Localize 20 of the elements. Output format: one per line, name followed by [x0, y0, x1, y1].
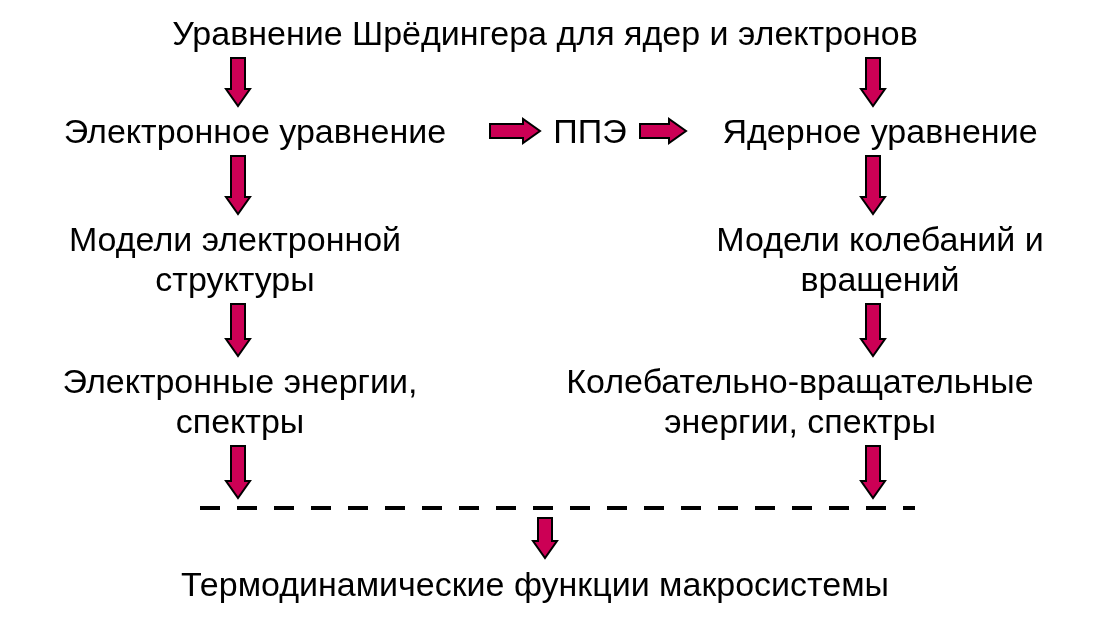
node-label: Модели колебаний и вращений	[715, 219, 1045, 299]
block-arrow	[224, 57, 252, 108]
block-arrow	[224, 155, 252, 216]
node-label: Электронные энергии, спектры	[61, 361, 419, 441]
node-label: Модели электронной структуры	[67, 219, 403, 299]
block-arrow	[859, 303, 887, 358]
node-label: Уравнение Шрёдингера для ядер и электронов	[172, 13, 918, 53]
block-arrow	[224, 303, 252, 358]
node-label: Электронное уравнение	[63, 111, 447, 151]
node-label: Ядерное уравнение	[722, 111, 1038, 151]
block-arrow	[639, 117, 688, 145]
node-label: Термодинамические функции макросистемы	[181, 564, 889, 604]
block-arrow	[859, 57, 887, 108]
node-label: Колебательно-вращательные энергии, спектры	[565, 361, 1035, 441]
block-arrow	[224, 445, 252, 500]
block-arrow	[489, 117, 542, 145]
node-label: ППЭ	[553, 111, 627, 151]
block-arrow	[859, 445, 887, 500]
block-arrow	[859, 155, 887, 216]
block-arrow	[531, 517, 559, 560]
